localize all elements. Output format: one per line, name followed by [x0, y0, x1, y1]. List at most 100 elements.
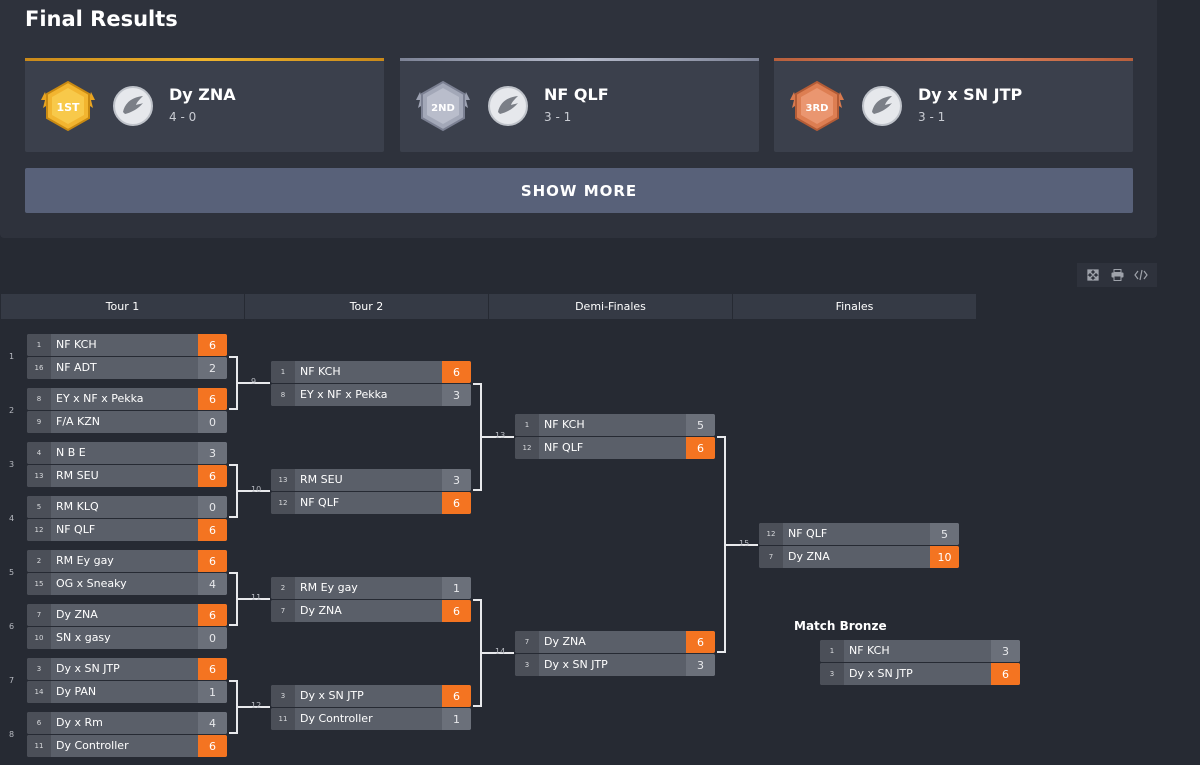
podium-team-name: Dy ZNA [169, 85, 236, 104]
team-name: SN x gasy [56, 631, 111, 644]
seed-number: 8 [271, 384, 295, 406]
team-slot[interactable]: 2 RM Ey gay 1 [271, 577, 471, 599]
bronze-match-title: Match Bronze [794, 619, 887, 633]
team-name: NF KCH [300, 365, 341, 378]
bracket-connector-tail [482, 436, 514, 438]
match-number: 8 [9, 730, 15, 739]
gold-medal-icon: 1ST [39, 78, 97, 136]
team-score: 5 [686, 414, 715, 436]
bracket-connector [717, 436, 726, 653]
podium-card-second[interactable]: 2ND NF QLF 3 - 1 [400, 58, 759, 152]
seed-number: 8 [27, 388, 51, 410]
team-name: Dy ZNA [544, 635, 586, 648]
team-name: NF QLF [300, 496, 340, 509]
fullscreen-icon[interactable] [1085, 267, 1101, 283]
seed-number: 7 [515, 631, 539, 653]
team-score: 6 [198, 388, 227, 410]
seed-number: 5 [27, 496, 51, 518]
team-score: 6 [198, 658, 227, 680]
team-name: NF QLF [788, 527, 828, 540]
podium-card-third[interactable]: 3RD Dy x SN JTP 3 - 1 [774, 58, 1133, 152]
team-name: RM Ey gay [300, 581, 358, 594]
team-name: NF KCH [56, 338, 97, 351]
seed-number: 12 [759, 523, 783, 545]
seed-number: 14 [27, 681, 51, 703]
seed-number: 12 [515, 437, 539, 459]
embed-code-icon[interactable] [1133, 267, 1149, 283]
team-score: 1 [442, 577, 471, 599]
podium-accent-line [774, 58, 1133, 61]
seed-number: 2 [271, 577, 295, 599]
seed-number: 7 [271, 600, 295, 622]
seed-number: 10 [27, 627, 51, 649]
seed-number: 3 [515, 654, 539, 676]
team-score: 3 [991, 640, 1020, 662]
team-score: 3 [442, 469, 471, 491]
team-score: 6 [198, 550, 227, 572]
team-score: 6 [198, 465, 227, 487]
bracket-connector-tail [238, 598, 270, 600]
print-icon[interactable] [1109, 267, 1125, 283]
team-name: Dy x SN JTP [544, 658, 608, 671]
match-number: 9 [251, 377, 257, 386]
team-name: F/A KZN [56, 415, 101, 428]
podium-card-first[interactable]: 1ST Dy ZNA 4 - 0 [25, 58, 384, 152]
show-more-button[interactable]: SHOW MORE [25, 168, 1133, 213]
team-name: EY x NF x Pekka [56, 392, 144, 405]
team-name: Dy x SN JTP [300, 689, 364, 702]
round-header-tour-2: Tour 2 [245, 294, 488, 319]
wing-logo-icon [498, 96, 518, 114]
seed-number: 4 [27, 442, 51, 464]
team-score: 6 [442, 600, 471, 622]
team-slot[interactable]: 8 EY x NF x Pekka 6 [27, 388, 227, 410]
seed-number: 11 [271, 708, 295, 730]
match-number: 5 [9, 568, 15, 577]
